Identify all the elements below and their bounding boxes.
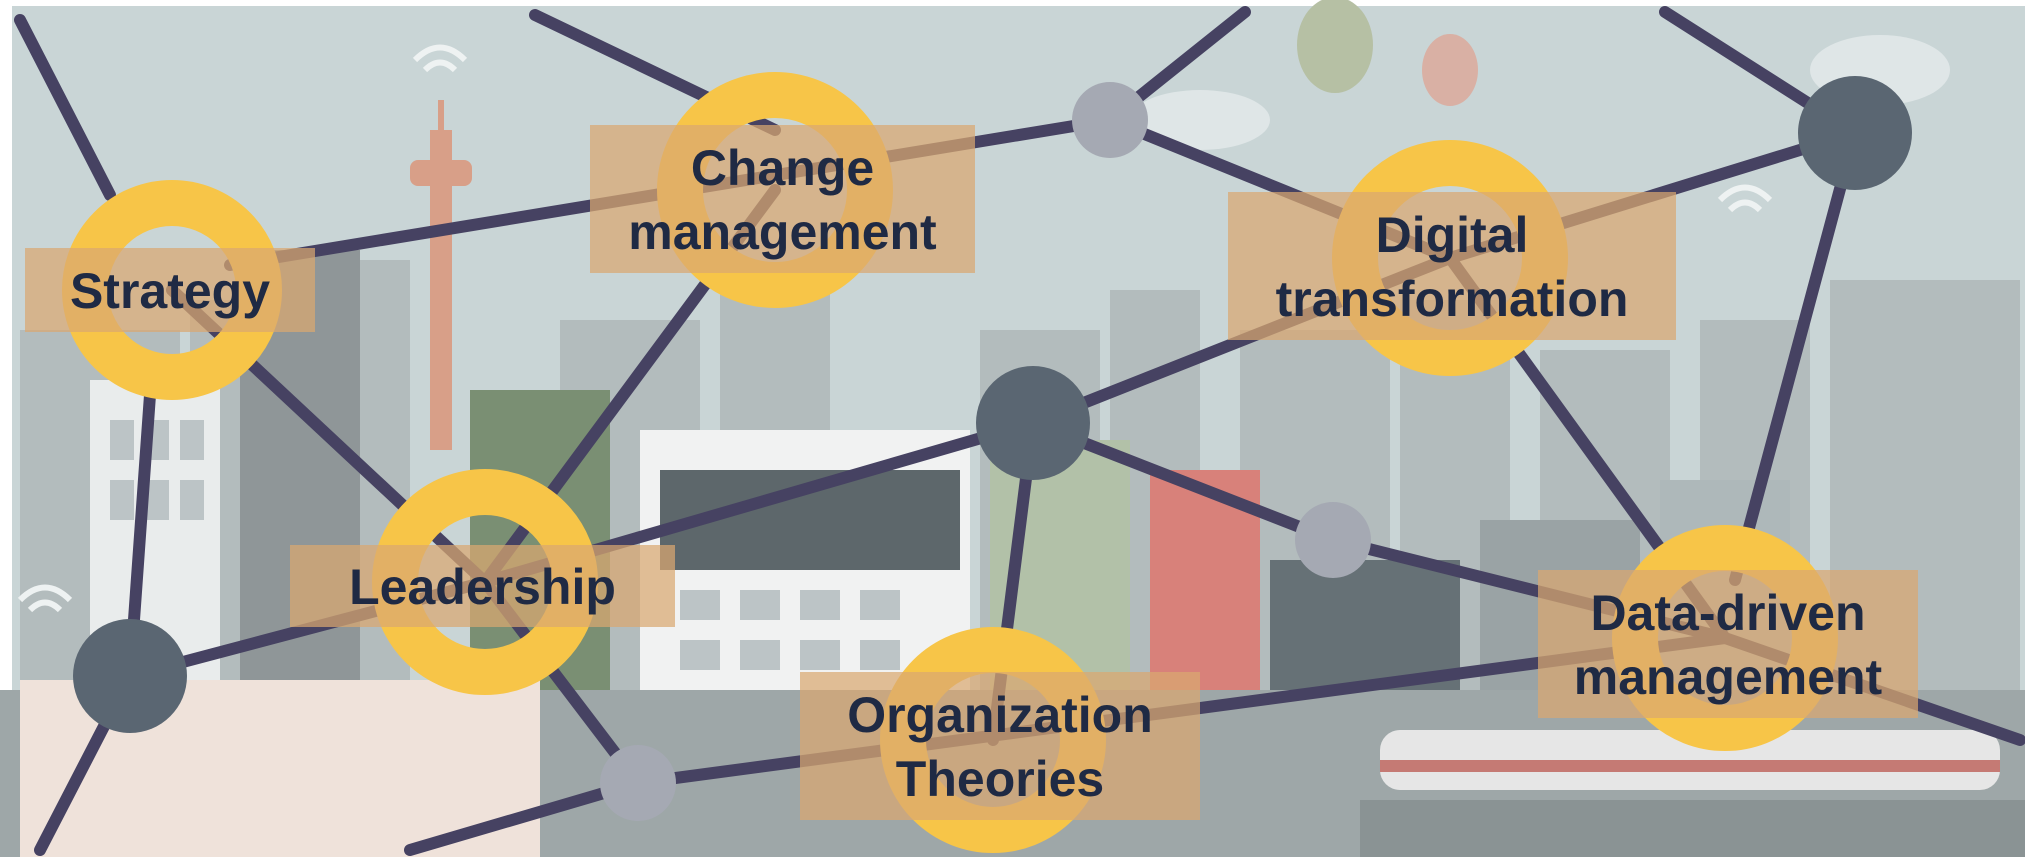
leadership-label-line: Leadership [349, 559, 616, 615]
leadership-label: Leadership [290, 545, 675, 627]
network-edge [404, 777, 644, 856]
building-windows [110, 420, 900, 670]
digital-transformation-label: Digital transformation [1228, 192, 1676, 340]
wifi-icons [17, 44, 1773, 613]
digital-transformation-label-box [1228, 192, 1676, 340]
strategy-label: Strategy [25, 248, 315, 332]
hub-mid-small-node [1295, 502, 1371, 578]
organization-theories-label-line: Theories [896, 751, 1104, 807]
data-driven-management-label-box [1538, 570, 1918, 718]
balloon-icon [1422, 34, 1478, 106]
hot-air-balloons [1297, 0, 1478, 106]
hub-center-node [976, 366, 1090, 480]
hub-bottom-small-node [600, 745, 676, 821]
leadership-label-box [290, 545, 675, 627]
wifi-icon [412, 44, 468, 73]
change-management-label: Change management [590, 125, 975, 273]
data-driven-management-label-line: Data-driven [1590, 585, 1865, 641]
tv-tower [410, 100, 472, 450]
change-management-label-line: Change [691, 140, 874, 196]
frame-left-edge [0, 0, 12, 857]
wifi-icon [17, 584, 73, 613]
data-driven-management-label-line: management [1574, 649, 1883, 705]
topic-labels: Strategy Change management Digital transform… [25, 125, 1918, 820]
strategy-label-line: Strategy [70, 263, 270, 319]
digital-transformation-label-line: Digital [1376, 207, 1529, 263]
frame-top-edge [0, 0, 2025, 6]
network-edge [1729, 127, 1861, 586]
organization-theories-label-box [800, 672, 1200, 820]
digital-transformation-label-line: transformation [1276, 271, 1629, 327]
network-edge [14, 14, 116, 201]
balloon-icon [1297, 0, 1373, 93]
hub-nodes [73, 76, 1912, 821]
data-driven-management-label: Data-driven management [1538, 570, 1918, 718]
organization-theories-label-line: Organization [847, 687, 1153, 743]
change-management-label-box [590, 125, 975, 273]
strategy-label-box [25, 248, 315, 332]
hub-bottom-left-node [73, 619, 187, 733]
wifi-icon [1717, 184, 1773, 213]
clouds [1130, 35, 1950, 150]
hub-top-small-node [1072, 82, 1148, 158]
hub-top-right-node [1798, 76, 1912, 190]
change-management-label-line: management [628, 204, 937, 260]
